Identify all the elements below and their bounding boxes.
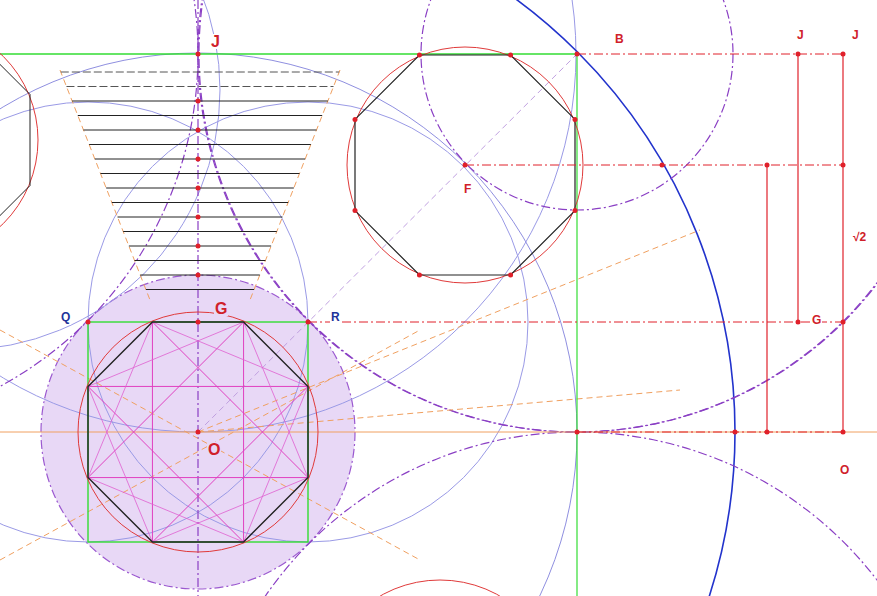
point-dot (573, 117, 578, 122)
point-dot (575, 430, 580, 435)
point-dot (196, 186, 201, 191)
stack-line (101, 173, 300, 174)
point-label: F (463, 182, 472, 197)
point-dot (417, 53, 422, 58)
point-dot (841, 320, 846, 325)
point-dot (196, 430, 201, 435)
lavender-disc (41, 275, 355, 589)
point-label: J (796, 28, 805, 43)
point-dot (463, 163, 468, 168)
point-dot (196, 320, 201, 325)
point-dot (196, 157, 201, 162)
point-label: R (330, 310, 341, 325)
star-line (88, 322, 244, 386)
star-line (152, 478, 308, 542)
construction-line (577, 432, 843, 433)
star-line (152, 322, 308, 386)
point-dot (508, 53, 513, 58)
measure-bar (842, 54, 843, 432)
star-polygon (88, 322, 308, 542)
stack-line (146, 289, 254, 290)
point-dot (841, 52, 846, 57)
construction-circle (0, 53, 577, 596)
point-dot (573, 208, 578, 213)
construction-line (250, 70, 340, 300)
point-dot (575, 52, 580, 57)
big-arc (0, 0, 735, 596)
construction-line (577, 54, 843, 55)
stack-line (112, 202, 288, 203)
construction-line (197, 0, 198, 596)
point-dot (508, 273, 513, 278)
point-dot (196, 273, 201, 278)
point-dot (353, 208, 358, 213)
red-circle (0, 22, 38, 258)
point-dot (417, 273, 422, 278)
red-circle (320, 580, 560, 596)
point-dot (841, 430, 846, 435)
point-dot (196, 244, 201, 249)
construction-line (60, 70, 150, 300)
green-line (576, 54, 577, 596)
stack-line (135, 260, 266, 261)
point-dot (841, 163, 846, 168)
point-dot (306, 320, 311, 325)
point-dot (796, 52, 801, 57)
point-dot (86, 320, 91, 325)
point-label: J (851, 28, 860, 43)
octagon (0, 30, 30, 250)
point-dot (353, 117, 358, 122)
stack-line (123, 231, 277, 232)
construction-circle (199, 0, 877, 432)
point-label: Q (60, 310, 71, 325)
point-dot (765, 430, 770, 435)
point-dot (796, 320, 801, 325)
stack-line (89, 144, 311, 145)
point-dot (196, 52, 201, 57)
point-dot (733, 430, 738, 435)
stack-line (78, 115, 322, 116)
star-line (88, 478, 244, 542)
construction-line (198, 390, 680, 432)
star-line (244, 386, 308, 542)
construction-line (0, 432, 877, 433)
stack-line (66, 86, 333, 87)
point-dot (765, 163, 770, 168)
point-dot (196, 128, 201, 133)
point-dot (660, 163, 665, 168)
measure-bar (797, 54, 798, 322)
star-line (88, 322, 152, 478)
star-line (88, 386, 152, 542)
red-circle (347, 47, 583, 283)
construction-line (198, 54, 577, 432)
point-label: O (839, 463, 850, 478)
point-label: B (614, 32, 625, 47)
construction-circle (0, 0, 198, 432)
point-label: √2 (852, 230, 867, 245)
point-label: J (210, 34, 221, 49)
measure-bar (766, 165, 767, 432)
point-dot (196, 215, 201, 220)
green-square (88, 322, 308, 542)
construction-line (465, 165, 843, 166)
construction-line (0, 330, 420, 560)
star-line (244, 322, 308, 478)
point-label: G (214, 301, 228, 316)
construction-circle (199, 432, 877, 596)
construction-line (308, 322, 843, 323)
octagon (88, 322, 308, 542)
construction-line (0, 330, 420, 560)
construction-circle (198, 0, 877, 432)
stack-line (61, 72, 339, 73)
point-dot (196, 99, 201, 104)
construction-circle (0, 0, 220, 350)
red-circle (78, 312, 318, 552)
point-label: G (811, 313, 822, 328)
point-label: O (207, 442, 221, 457)
construction-line (198, 230, 700, 432)
